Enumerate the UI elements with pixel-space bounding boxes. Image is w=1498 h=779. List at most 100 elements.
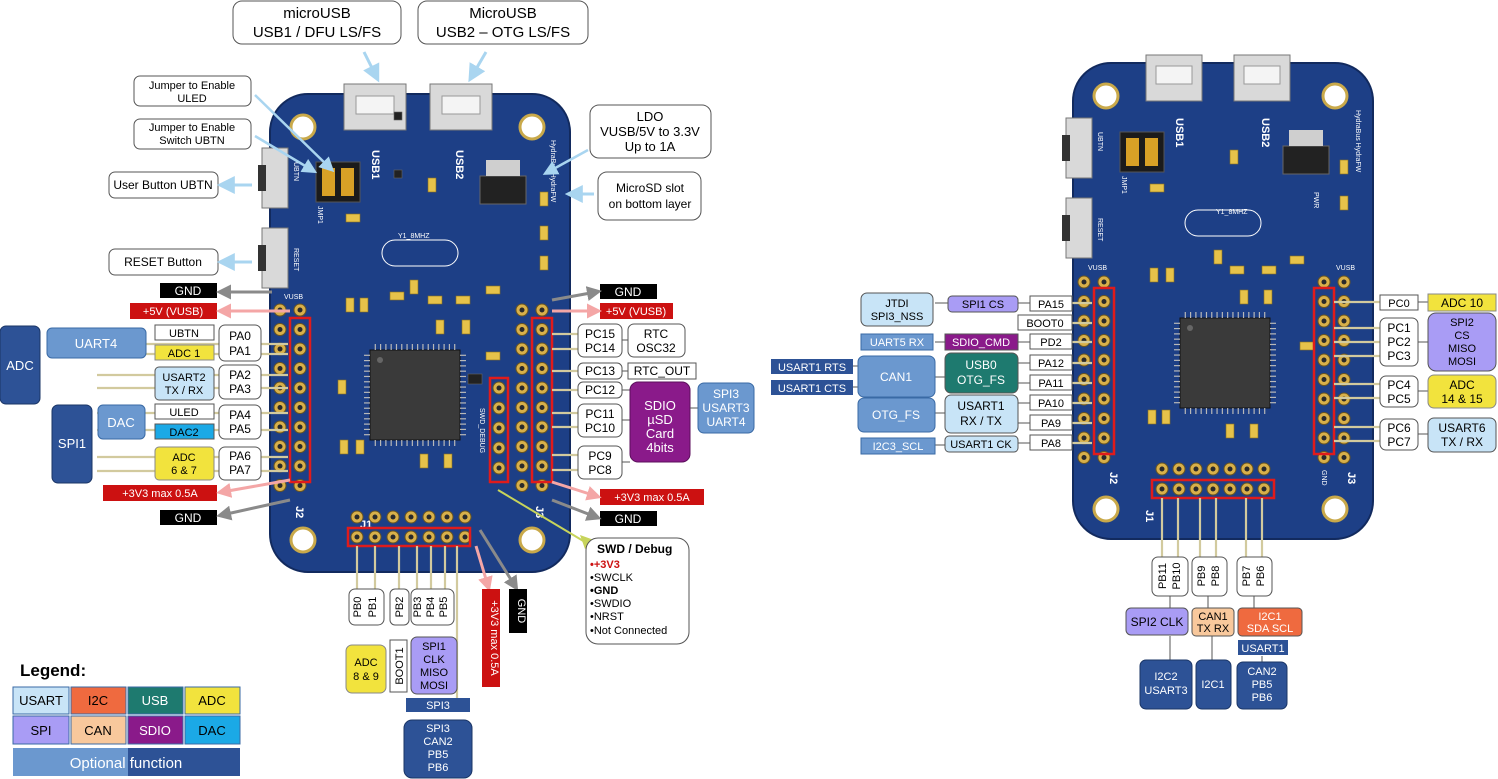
gnd-label-right-bottom: GND bbox=[551, 498, 657, 526]
uart4-label: UART4 bbox=[46, 327, 147, 359]
svg-text:•Not Connected: •Not Connected bbox=[590, 625, 667, 637]
svg-text:PC7: PC7 bbox=[1387, 435, 1411, 449]
pb9-pb8-box: PB9 PB8 bbox=[1191, 556, 1228, 597]
svg-text:+5V (VUSB): +5V (VUSB) bbox=[606, 306, 666, 318]
spi1cs-label: SPI1 CS bbox=[947, 295, 1019, 313]
pin-pa3: PA3 bbox=[229, 382, 251, 396]
svg-text:J1: J1 bbox=[1143, 510, 1155, 522]
right-pin-names: PC15 PC14 PC13 PC12 PC11 PC10 PC9 PC8 bbox=[577, 323, 623, 480]
svg-text:SPI3: SPI3 bbox=[713, 387, 739, 401]
svg-text:USART3: USART3 bbox=[1144, 685, 1187, 697]
svg-text:PC0: PC0 bbox=[1388, 298, 1409, 310]
usart1-rxtx-label: USART1 RX / TX bbox=[944, 394, 1019, 434]
svg-text:GND: GND bbox=[615, 512, 642, 526]
sdiocmd-label: SDIO_CMD bbox=[944, 333, 1019, 351]
pin-pa7: PA7 bbox=[229, 463, 251, 477]
svg-text:+3V3 max 0.5A: +3V3 max 0.5A bbox=[614, 492, 690, 504]
svg-text:UBTN: UBTN bbox=[1096, 132, 1103, 151]
svg-text:USART1 CTS: USART1 CTS bbox=[778, 383, 846, 395]
svg-text:RESET: RESET bbox=[1096, 218, 1103, 242]
svg-text:+3V3 max 0.5A: +3V3 max 0.5A bbox=[488, 600, 500, 676]
svg-text:ADC: ADC bbox=[1449, 378, 1475, 392]
pa9-label: PA9 bbox=[1029, 414, 1073, 431]
spi1-bottom-label: SPI1 CLK MISO MOSI bbox=[410, 636, 458, 695]
can2-box: CAN2 PB5 PB6 bbox=[1236, 661, 1288, 710]
adc89-label: ADC 8 & 9 bbox=[345, 644, 387, 694]
can1-txrx-label: CAN1 TX RX bbox=[1191, 607, 1235, 637]
reset-button-callout: RESET Button bbox=[108, 248, 252, 276]
svg-text:RESET Button: RESET Button bbox=[124, 255, 202, 269]
svg-text:SPI1 CS: SPI1 CS bbox=[962, 299, 1004, 311]
board2-bottom-leaders bbox=[1160, 498, 1264, 662]
svg-text:PA12: PA12 bbox=[1038, 358, 1064, 370]
svg-text:PB7: PB7 bbox=[1241, 566, 1253, 587]
svg-text:PB8: PB8 bbox=[1210, 566, 1222, 587]
svg-text:SPI3_NSS: SPI3_NSS bbox=[871, 311, 924, 323]
svg-text:PC1: PC1 bbox=[1387, 321, 1411, 335]
vusb-silk: VUSB bbox=[284, 294, 303, 301]
legend-dac: DAC bbox=[198, 723, 225, 738]
svg-text:4bits: 4bits bbox=[646, 440, 674, 455]
legend-adc: ADC bbox=[198, 693, 225, 708]
svg-text:BOOT1: BOOT1 bbox=[394, 647, 406, 684]
svg-text:PA9: PA9 bbox=[1041, 418, 1061, 430]
svg-text:MISO: MISO bbox=[1448, 343, 1477, 355]
gnd-vertical-label: GND bbox=[478, 529, 527, 633]
svg-text:PB9: PB9 bbox=[1196, 566, 1208, 587]
usb2-callout: MicroUSB USB2 – OTG LS/FS bbox=[417, 0, 589, 83]
pc0-label: PC0 bbox=[1379, 294, 1419, 311]
legend-can: CAN bbox=[84, 723, 111, 738]
svg-text:PWR: PWR bbox=[1312, 192, 1319, 208]
svg-text:I2C1: I2C1 bbox=[1201, 679, 1224, 691]
svg-text:DAC: DAC bbox=[107, 415, 134, 430]
svg-text:PB5: PB5 bbox=[428, 749, 449, 761]
svg-text:MicroSD slot: MicroSD slot bbox=[616, 181, 685, 195]
sdio-label: SDIO µSD Card 4bits bbox=[622, 381, 691, 463]
boot1-label: BOOT1 bbox=[389, 639, 408, 693]
svg-text:PB4: PB4 bbox=[425, 597, 437, 618]
svg-text:MOSI: MOSI bbox=[420, 680, 448, 692]
svg-text:JTDI: JTDI bbox=[885, 298, 908, 310]
svg-text:PA8: PA8 bbox=[1041, 438, 1061, 450]
usart1cts-label: USART1 CTS bbox=[771, 380, 853, 395]
adc1415-label: ADC 14 & 15 bbox=[1427, 374, 1497, 409]
vusb-label-left: +5V (VUSB) bbox=[130, 303, 290, 319]
v33-vertical-label: +3V3 max 0.5A bbox=[474, 545, 500, 687]
svg-text:MicroUSB: MicroUSB bbox=[469, 5, 537, 22]
pin-pc12: PC12 bbox=[585, 383, 615, 397]
svg-text:J2: J2 bbox=[1107, 472, 1119, 484]
svg-text:VUSB: VUSB bbox=[1088, 265, 1107, 272]
svg-text:PB10: PB10 bbox=[1171, 563, 1183, 590]
gnd-label-right-top: GND bbox=[551, 284, 657, 302]
board-bottom-view: USB1 USB2 UBTN RESET JMP1 PWR HydraBus H… bbox=[1062, 54, 1374, 540]
svg-text:J3: J3 bbox=[1345, 472, 1357, 484]
svg-text:TX RX: TX RX bbox=[1197, 623, 1230, 635]
gnd-label-left-bottom: GND bbox=[160, 498, 291, 525]
svg-text:I2C3_SCL: I2C3_SCL bbox=[873, 441, 924, 453]
v33-label-right: +3V3 max 0.5A bbox=[551, 480, 704, 505]
board-top-view: Y1_8MHZ bbox=[258, 83, 571, 573]
pc4-pc5-label: PC4 PC5 bbox=[1379, 375, 1419, 408]
pin-pc11: PC11 bbox=[585, 407, 614, 421]
svg-text:•SWCLK: •SWCLK bbox=[590, 572, 634, 584]
adc10-label: ADC 10 bbox=[1427, 293, 1497, 312]
svg-text:USB2: USB2 bbox=[1259, 118, 1271, 147]
svg-text:PD2: PD2 bbox=[1040, 337, 1061, 349]
vusb-label-right: +5V (VUSB) bbox=[552, 303, 673, 319]
jmp1-silk: JMP1 bbox=[316, 206, 323, 224]
uled-label: ULED bbox=[154, 403, 215, 420]
svg-text:CAN2: CAN2 bbox=[1247, 666, 1276, 678]
pa12-label: PA12 bbox=[1029, 354, 1073, 371]
pin-pc15: PC15 bbox=[585, 327, 615, 341]
svg-text:PA10: PA10 bbox=[1038, 398, 1064, 410]
svg-text:USB2 – OTG LS/FS: USB2 – OTG LS/FS bbox=[436, 24, 570, 41]
svg-text:PB6: PB6 bbox=[428, 762, 449, 774]
adc67-label: ADC 6 & 7 bbox=[154, 446, 215, 481]
svg-text:PB11: PB11 bbox=[1157, 563, 1169, 589]
spi2-right-label: SPI2 CS MISO MOSI bbox=[1427, 312, 1497, 372]
pin-pa0: PA0 bbox=[229, 329, 251, 343]
svg-text:SDIO: SDIO bbox=[644, 398, 676, 413]
gnd-label-left-top: GND bbox=[160, 283, 272, 300]
svg-text:OTG_FS: OTG_FS bbox=[872, 408, 920, 422]
